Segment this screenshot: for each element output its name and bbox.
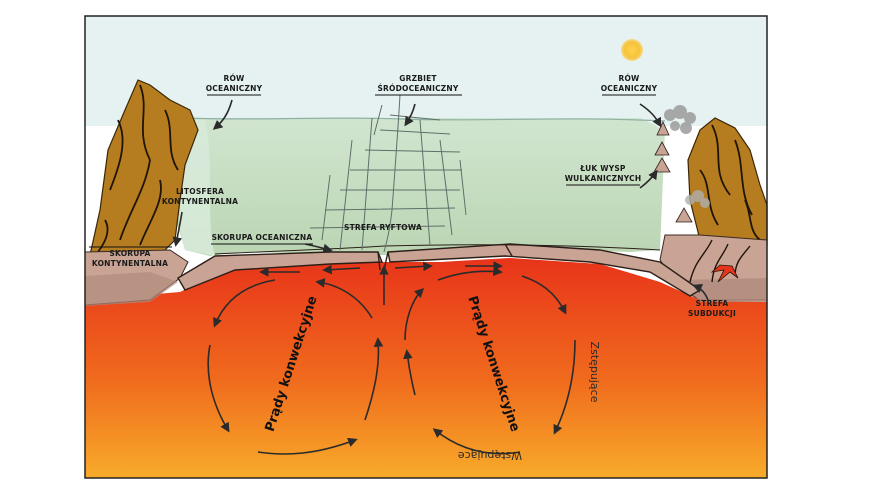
label-ridge-1: GRZBIET (399, 74, 437, 83)
mantle (85, 258, 767, 478)
ocean (170, 118, 665, 256)
pointer-arrows (172, 99, 709, 301)
right-crust-lower (680, 278, 767, 302)
label-descending: Zstępujące (588, 342, 601, 403)
label-ridge-2: ŚRÓDOCEANICZNY (377, 84, 458, 93)
plate-top-line (214, 244, 661, 255)
label-subduction-2: SUBDUKCJI (688, 309, 736, 318)
volcano-icon (653, 157, 671, 173)
label-continental-crust-1: SKORUPA (109, 249, 150, 258)
label-subduction-1: STREFA (696, 299, 729, 308)
volcano-icon (654, 141, 670, 156)
left-crust-lower (85, 272, 178, 306)
volcano-icon (656, 121, 670, 136)
ocean-surface (184, 117, 666, 122)
subduction-flame (710, 264, 739, 283)
label-trench-right-2: OCEANICZNY (601, 84, 658, 93)
smoke-cloud-icon (664, 105, 696, 134)
volcano-icon (675, 207, 693, 223)
diagram-frame (84, 15, 768, 479)
sky (85, 16, 767, 126)
label-island-arc-2: WULKANICZNYCH (565, 174, 642, 183)
right-mountain-ridges (699, 124, 761, 241)
convection-cell-right (394, 261, 576, 455)
label-trench-right-1: RÓW (618, 74, 640, 83)
rift-cracks (309, 94, 467, 253)
oceanic-plate-left (177, 251, 384, 291)
left-mountain (89, 79, 199, 256)
oceanic-plate-right (387, 243, 702, 297)
label-lithosphere-2: KONTYNENTALNA (162, 197, 238, 206)
label-continental-crust-2: KONTYNENTALNA (92, 259, 168, 268)
label-lithosphere-1: LITOSFERA (176, 187, 224, 196)
sun-icon (621, 39, 643, 61)
volcano-arc (653, 105, 710, 223)
label-island-arc-1: ŁUK WYSP (579, 164, 626, 173)
label-ascending: Wstępujące (458, 449, 522, 462)
left-mountain-ridges (97, 84, 179, 253)
label-oceanic-crust: SKORUPA OCEANICZNA (212, 233, 313, 242)
smoke-cloud-icon (685, 190, 710, 208)
convection-cell-left (207, 264, 389, 455)
label-rift-zone: STREFA RYFTOWA (344, 223, 422, 232)
right-mountain (687, 117, 768, 246)
label-trench-left-2: OCEANICZNY (206, 84, 263, 93)
label-trench-left-1: RÓW (223, 74, 245, 83)
